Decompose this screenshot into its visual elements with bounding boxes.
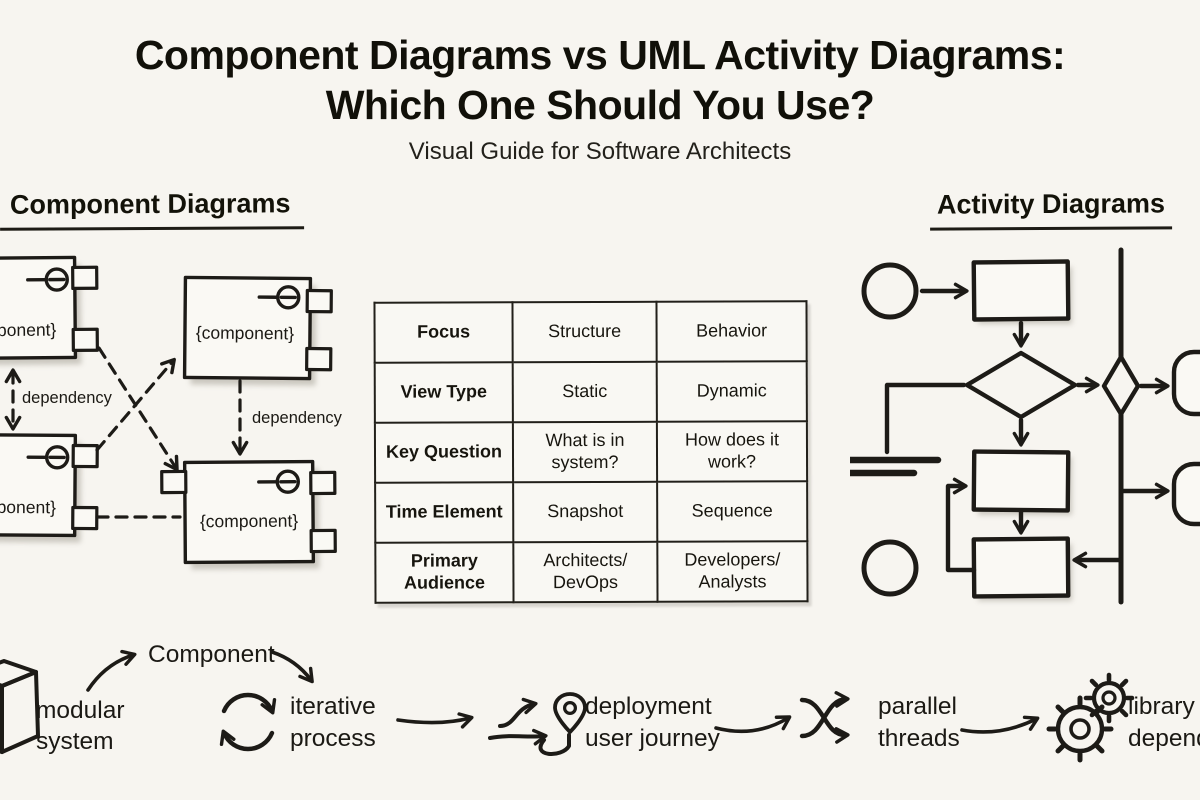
table-cell: Developers/ Analysts bbox=[657, 541, 808, 602]
gears-icon bbox=[1046, 672, 1135, 763]
port-icon bbox=[309, 528, 337, 554]
port-icon bbox=[160, 469, 188, 495]
port-icon bbox=[71, 265, 99, 291]
table-cell: Static bbox=[512, 361, 657, 423]
shuffle-arrows-icon bbox=[799, 691, 850, 744]
port-icon bbox=[71, 327, 99, 353]
activity-diagrams-heading: Activity Diagrams bbox=[929, 188, 1173, 231]
port-icon bbox=[309, 470, 337, 496]
provided-interface-icon bbox=[26, 445, 70, 470]
journey-pin-icon bbox=[488, 692, 587, 757]
table-cell: Sequence bbox=[657, 481, 808, 542]
provided-interface-icon bbox=[257, 469, 300, 494]
comparison-table: Focus Structure Behavior View Type Stati… bbox=[373, 300, 809, 604]
component-box: {component} bbox=[160, 459, 337, 570]
table-cell-line: Architects/ bbox=[543, 549, 628, 571]
activity-rounded-node bbox=[1171, 349, 1200, 417]
table-cell: Key Question bbox=[374, 422, 514, 483]
flow-item-label: user journey bbox=[585, 725, 721, 752]
table-cell: How does it work? bbox=[656, 421, 808, 482]
table-cell: Dynamic bbox=[656, 361, 807, 422]
port-icon bbox=[305, 346, 333, 372]
table-cell-line: DevOps bbox=[552, 571, 619, 593]
flow-item-label: library bbox=[1128, 693, 1195, 720]
arrow-icon bbox=[396, 712, 474, 729]
component-box: {component} bbox=[182, 275, 333, 386]
port-icon bbox=[71, 443, 99, 469]
table-cell: What is in system? bbox=[512, 421, 658, 483]
port-icon bbox=[305, 288, 333, 314]
table-cell: Architects/ DevOps bbox=[513, 541, 658, 603]
cube-icon bbox=[0, 659, 40, 754]
table-row: Focus Structure Behavior bbox=[374, 301, 807, 363]
component-callout-label: Component bbox=[148, 641, 275, 668]
table-cell-line: Analysts bbox=[698, 571, 767, 592]
table-cell: Focus bbox=[374, 302, 513, 363]
provided-interface-icon bbox=[257, 285, 301, 310]
table-cell: Behavior bbox=[656, 301, 807, 362]
port-icon bbox=[71, 505, 99, 531]
table-cell: Snapshot bbox=[513, 481, 658, 543]
table-cell: Time Element bbox=[375, 482, 514, 543]
table-row: Primary Audience Architects/ DevOps Deve… bbox=[375, 541, 808, 603]
curved-arrow-icon bbox=[270, 650, 314, 684]
flow-line bbox=[884, 382, 967, 455]
component-diagrams-heading: Component Diagrams bbox=[0, 188, 305, 231]
merge-node bbox=[1101, 354, 1141, 417]
activity-diagram-sketch bbox=[850, 247, 1200, 605]
table-row: Time Element Snapshot Sequence bbox=[375, 481, 808, 543]
page-title-line1: Component Diagrams vs UML Activity Diagr… bbox=[134, 32, 1066, 78]
page-title-line2: Which One Should You Use? bbox=[325, 82, 875, 128]
end-node bbox=[861, 539, 919, 597]
dependency-arrow bbox=[95, 357, 176, 452]
component-diagram-sketch: {component} {component} bbox=[0, 255, 343, 570]
flow-item-label: dependency bbox=[1128, 725, 1200, 752]
header: Component Diagrams vs UML Activity Diagr… bbox=[0, 30, 1200, 166]
flow-item-label: process bbox=[290, 725, 376, 752]
table-cell: Primary Audience bbox=[375, 542, 514, 603]
decision-node bbox=[964, 350, 1078, 420]
page-subtitle: Visual Guide for Software Architects bbox=[408, 138, 792, 165]
bottom-icon-flow: modular system Component iterative proce… bbox=[0, 641, 1200, 763]
loop-arrow bbox=[945, 477, 977, 573]
action-node bbox=[971, 536, 1071, 599]
action-node bbox=[971, 259, 1071, 322]
circular-arrows-icon bbox=[219, 692, 277, 752]
activity-rounded-node bbox=[1171, 461, 1200, 527]
flow-item-label: system bbox=[36, 728, 114, 755]
curved-arrow-icon bbox=[960, 715, 1040, 734]
provided-interface-icon bbox=[26, 267, 69, 292]
component-box: {component} bbox=[0, 255, 99, 366]
table-cell-line: Developers/ bbox=[684, 549, 781, 570]
curved-arrow-icon bbox=[714, 715, 792, 734]
flow-item-label: modular bbox=[36, 697, 125, 724]
flow-item-label: parallel bbox=[878, 693, 957, 720]
dependency-arrow bbox=[97, 346, 179, 472]
dependency-label: dependency bbox=[22, 389, 113, 407]
component-box-label: {component} bbox=[200, 511, 299, 532]
component-box-label: {component} bbox=[196, 323, 295, 344]
dependency-label: dependency bbox=[252, 409, 343, 427]
flow-item-label: threads bbox=[878, 725, 960, 752]
table-cell: Structure bbox=[512, 301, 657, 363]
table-row: View Type Static Dynamic bbox=[374, 361, 807, 423]
flow-item-label: iterative bbox=[290, 693, 376, 720]
page-title: Component Diagrams vs UML Activity Diagr… bbox=[0, 30, 1200, 130]
action-node bbox=[971, 449, 1071, 513]
component-box-label: {component} bbox=[0, 497, 56, 518]
table-row: Key Question What is in system? How does… bbox=[374, 421, 808, 483]
table-cell: View Type bbox=[374, 362, 513, 423]
start-node bbox=[861, 262, 919, 320]
component-box-label: {component} bbox=[0, 320, 57, 341]
component-box: {component} bbox=[0, 432, 99, 543]
flow-item-label: deployment bbox=[585, 693, 712, 720]
curved-arrow-icon bbox=[86, 649, 137, 692]
